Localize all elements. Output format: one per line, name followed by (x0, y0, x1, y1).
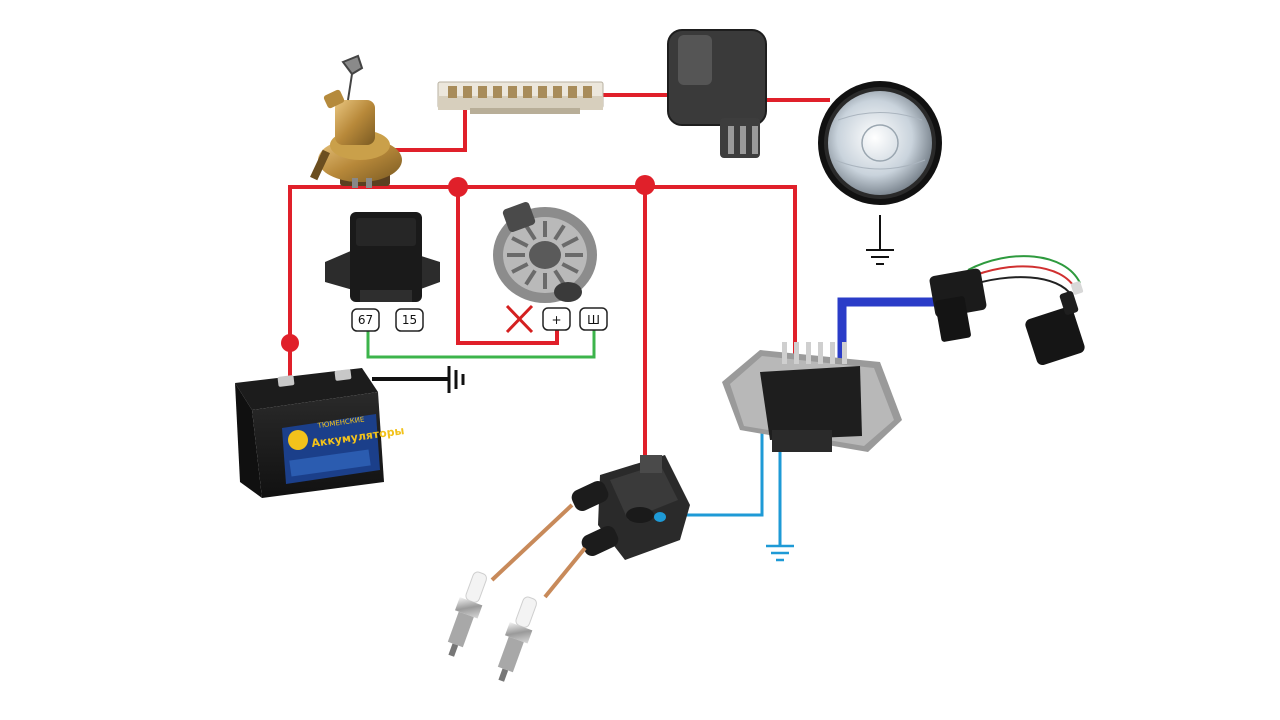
module-pin (842, 342, 847, 364)
terminal-label-15: 15 (402, 313, 417, 327)
vent-slot (553, 224, 566, 241)
fuse (523, 86, 532, 98)
fuse-row (448, 86, 592, 98)
alternator-terminal-crossed (505, 304, 534, 334)
module-pin (818, 342, 823, 364)
light-switch (667, 29, 767, 158)
terminal-label-67: 67 (358, 313, 373, 327)
module-pin (830, 342, 835, 364)
vent-slot (511, 262, 529, 274)
wire-sensor-blue (837, 297, 948, 365)
wire-bus-to-alternator (456, 187, 559, 345)
alternator-vents (507, 221, 583, 289)
junction-node (448, 177, 468, 197)
fuse (448, 86, 457, 98)
ground-symbol-battery (447, 366, 465, 393)
power-wires (288, 93, 830, 470)
voltage-regulator (325, 212, 440, 302)
module-pins (782, 342, 847, 364)
ignition-switch (310, 54, 402, 188)
vent-slot (524, 224, 537, 241)
battery: ТЮМЕНСКИЕ Аккумуляторы (235, 368, 405, 498)
ground-symbol-headlight (866, 249, 894, 265)
fuse-box (437, 81, 604, 114)
ht-lead-2 (543, 546, 587, 599)
alternator-terminal-sh: Ш (579, 307, 608, 331)
fuse (493, 86, 502, 98)
headlight (818, 81, 942, 205)
regulator-terminal-67: 67 (351, 308, 380, 332)
fuse (568, 86, 577, 98)
ignition-coil (571, 455, 690, 560)
spark-plug-1 (447, 571, 487, 657)
fuse (463, 86, 472, 98)
wire-main-bus (288, 185, 797, 358)
sensor-connector (929, 268, 987, 342)
vent-slot (561, 236, 579, 248)
wire-sensor-red (967, 265, 1077, 291)
hall-sensor (1025, 281, 1085, 365)
wire-field-green (366, 330, 596, 359)
ground-symbol-module (766, 544, 794, 562)
module-pin (806, 342, 811, 364)
vent-slot (553, 269, 566, 286)
wire-switch-to-fusebox (393, 95, 467, 152)
wire-sensor-green (967, 255, 1081, 284)
terminal-label-sh: Ш (587, 313, 600, 327)
wire-signal-blue (655, 418, 764, 517)
terminal-label-plus: + (551, 313, 561, 327)
regulator-terminal-15: 15 (395, 308, 424, 332)
ht-lead-1 (490, 503, 574, 582)
fuse (583, 86, 592, 98)
key-icon (341, 54, 364, 101)
fuse (553, 86, 562, 98)
module-pin (782, 342, 787, 364)
junction-node (635, 175, 655, 195)
ignition-module (722, 342, 902, 452)
vent-slot (524, 269, 537, 286)
junction-node (281, 334, 299, 352)
spark-plug-2 (497, 596, 537, 682)
vent-slot (511, 236, 529, 248)
fuse (478, 86, 487, 98)
module-pin (794, 342, 799, 364)
alternator-terminal-plus: + (542, 307, 571, 331)
fuse (508, 86, 517, 98)
vent-slot (561, 262, 579, 274)
fuse (538, 86, 547, 98)
alternator (493, 202, 597, 303)
